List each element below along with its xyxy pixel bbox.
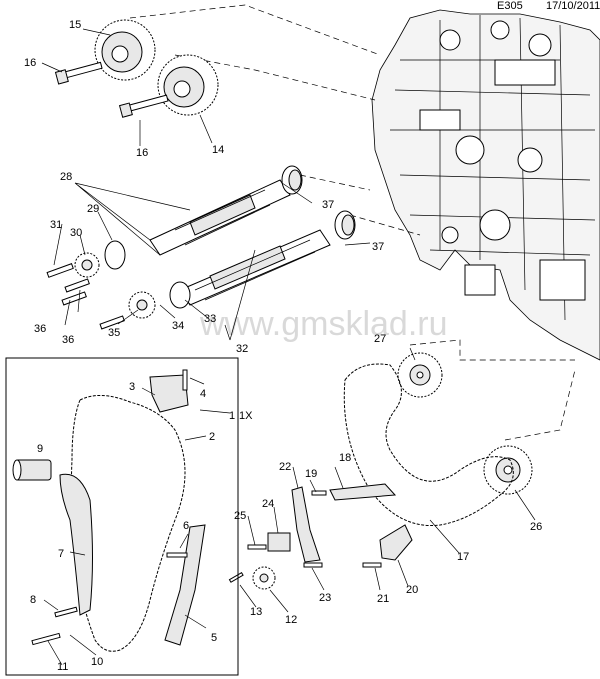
- fixed-guide: [164, 524, 206, 646]
- chain-tensioner-left: [267, 532, 291, 552]
- callout-32: 32: [236, 343, 248, 355]
- callout-20: 20: [406, 584, 418, 596]
- engine-block: [371, 9, 600, 361]
- callout-1: 1: [229, 410, 235, 422]
- callout-25: 25: [234, 510, 246, 522]
- callout-2: 2: [209, 431, 215, 443]
- chain-tensioner-right: [379, 524, 413, 561]
- balance-shaft-bolts: [46, 263, 125, 330]
- callout-28: 28: [60, 171, 72, 183]
- timing-chain-inset: [5, 357, 239, 676]
- camshaft-actuator-exhaust: [94, 19, 156, 81]
- callout-36-left: 36: [34, 323, 46, 335]
- dashed-leaders: [129, 4, 576, 441]
- balance-shaft-lower: [179, 229, 331, 306]
- watermark-text: www.gmsklad.ru: [199, 305, 448, 343]
- callout-5: 5: [211, 632, 217, 644]
- callout-21: 21: [377, 593, 389, 605]
- callout-8: 8: [30, 594, 36, 606]
- callout-27: 27: [374, 333, 386, 345]
- tensioner-guide: [59, 473, 93, 616]
- callout-29: 29: [87, 203, 99, 215]
- diagram-date: 17/10/2011: [546, 0, 600, 12]
- callout-34: 34: [172, 320, 184, 332]
- callout-6: 6: [183, 520, 189, 532]
- chain-guide-upper: [329, 483, 397, 501]
- callout-16-lower: 16: [136, 147, 148, 159]
- balance-shaft-upper: [149, 179, 291, 256]
- guide-bolts: [228, 490, 382, 583]
- intermediate-sprocket: [397, 352, 443, 398]
- callout-16-upper: 16: [24, 57, 36, 69]
- actuator-bolt-lower: [118, 94, 169, 118]
- callout-15: 15: [69, 19, 81, 31]
- chain-tensioner: [12, 459, 52, 481]
- chain-guide-bracket: [149, 374, 189, 413]
- callout-37-lower: 37: [372, 241, 384, 253]
- callout-3: 3: [129, 381, 135, 393]
- callout-35: 35: [108, 327, 120, 339]
- callout-11: 11: [57, 661, 68, 673]
- actuator-bolt-upper: [54, 61, 103, 85]
- callout-22: 22: [279, 461, 291, 473]
- crankshaft-sprocket: [483, 445, 533, 495]
- callout-12: 12: [285, 614, 297, 626]
- callout-leaders: [41, 28, 536, 666]
- callout-37-upper: 37: [322, 199, 334, 211]
- callout-36-right: 36: [62, 334, 74, 346]
- callout-30: 30: [70, 227, 82, 239]
- callout-24: 24: [262, 498, 274, 510]
- callout-33: 33: [204, 313, 216, 325]
- diagram-code: E305: [497, 0, 523, 12]
- callout-31: 31: [50, 219, 62, 231]
- callout-4: 4: [200, 388, 206, 400]
- chain-guide-vertical: [291, 486, 321, 563]
- callout-7: 7: [58, 548, 64, 560]
- callout-labels: 15 16 16 14 28 29 31 30 37 37 36 36 35 3…: [24, 19, 542, 673]
- balance-shaft-sprockets: [74, 240, 191, 319]
- inset-label: 1X: [239, 410, 253, 422]
- balance-shaft-chain: [343, 363, 514, 527]
- balance-shaft-drive-sprocket: [252, 566, 276, 590]
- inset-bolts: [31, 369, 188, 646]
- callout-26: 26: [530, 521, 542, 533]
- callout-23: 23: [319, 592, 331, 604]
- balance-shaft-bearings: [281, 165, 356, 240]
- camshaft-actuator-intake: [157, 54, 219, 116]
- callout-19: 19: [305, 468, 317, 480]
- callout-10: 10: [91, 656, 103, 668]
- callout-18: 18: [339, 452, 351, 464]
- callout-13: 13: [250, 606, 262, 618]
- callout-14: 14: [212, 144, 224, 156]
- callout-9: 9: [37, 443, 43, 455]
- callout-17: 17: [457, 551, 469, 563]
